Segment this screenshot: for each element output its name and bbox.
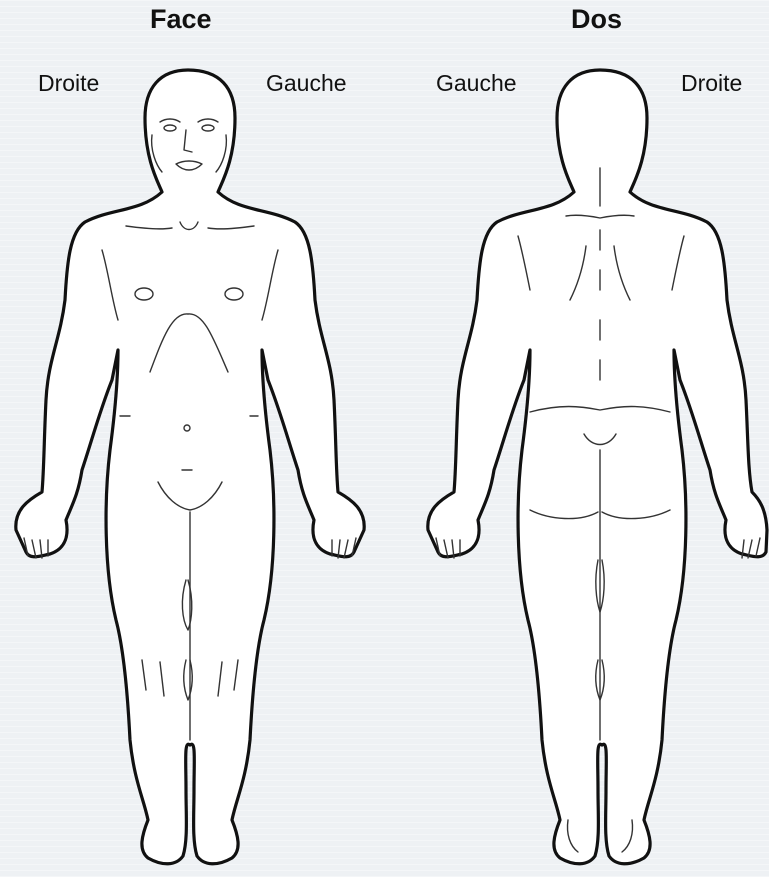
back-body-outline [428,70,767,864]
